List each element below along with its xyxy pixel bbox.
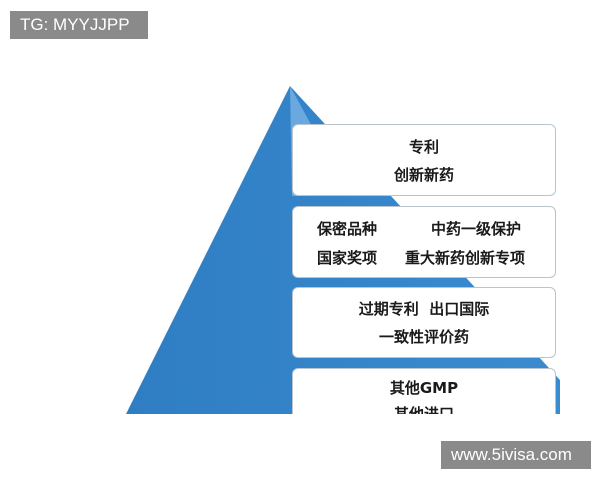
tier-2-item-4: 重大新药创新专项 [405,249,526,267]
tier-1-box: 专利 创新新药 [292,124,556,196]
tier-2-item-3: 国家奖项 [317,249,378,267]
tier-1-line-1: 专利 [408,138,439,156]
tier-3-line-2: 一致性评价药 [378,328,469,346]
tier-2-item-1: 保密品种 [317,220,378,238]
tier-2-box: 保密品种 中药一级保护 国家奖项 重大新药创新专项 [292,206,556,278]
tier-1-line-2: 创新新药 [393,166,454,184]
tier-2-item-2: 中药一级保护 [431,220,522,238]
tier-3-box: 过期专利 出口国际 一致性评价药 [292,287,556,358]
tier-3-line-1: 过期专利 出口国际 [358,300,490,318]
watermark-bottom-right: www.5ivisa.com [441,441,591,469]
watermark-top-left: TG: MYYJJPP [10,11,148,39]
tier-4-line-1: 其他GMP [389,379,459,397]
